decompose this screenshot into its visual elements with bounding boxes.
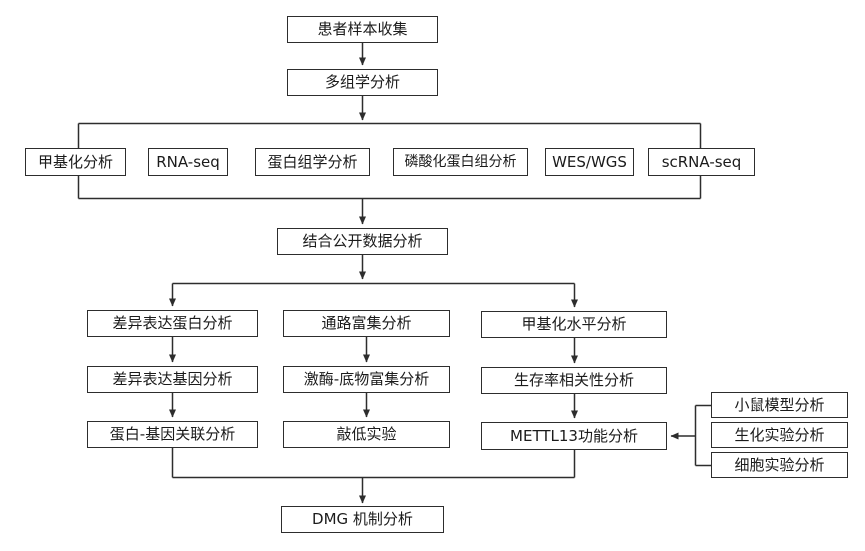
node-kinase-substrate-enrichment: 激酶-底物富集分析 — [283, 366, 450, 393]
node-biochemical-experiment-analysis: 生化实验分析 — [711, 422, 848, 448]
node-differential-protein-analysis: 差异表达蛋白分析 — [87, 310, 258, 337]
node-patient-sample-collection: 患者样本收集 — [287, 16, 438, 43]
node-public-data-analysis: 结合公开数据分析 — [277, 228, 448, 255]
node-survival-correlation-analysis: 生存率相关性分析 — [481, 367, 667, 394]
node-scrna-seq: scRNA-seq — [648, 148, 755, 176]
node-methylation-level-analysis: 甲基化水平分析 — [481, 311, 667, 338]
node-mouse-model-analysis: 小鼠模型分析 — [711, 392, 848, 418]
node-rna-seq: RNA-seq — [148, 148, 228, 176]
node-proteomics-analysis: 蛋白组学分析 — [255, 148, 370, 176]
node-phosphoproteomics-analysis: 磷酸化蛋白组分析 — [393, 148, 528, 176]
node-cell-experiment-analysis: 细胞实验分析 — [711, 452, 848, 478]
node-dmg-mechanism-analysis: DMG 机制分析 — [281, 506, 444, 533]
node-mettl13-function-analysis: METTL13功能分析 — [481, 422, 667, 450]
node-differential-gene-analysis: 差异表达基因分析 — [87, 366, 258, 393]
node-wes-wgs: WES/WGS — [545, 148, 634, 176]
node-pathway-enrichment: 通路富集分析 — [283, 310, 450, 337]
node-methylation-analysis: 甲基化分析 — [25, 148, 126, 176]
node-multi-omics-analysis: 多组学分析 — [287, 69, 438, 96]
node-protein-gene-association: 蛋白-基因关联分析 — [87, 421, 258, 448]
node-knockdown-experiment: 敲低实验 — [283, 421, 450, 448]
